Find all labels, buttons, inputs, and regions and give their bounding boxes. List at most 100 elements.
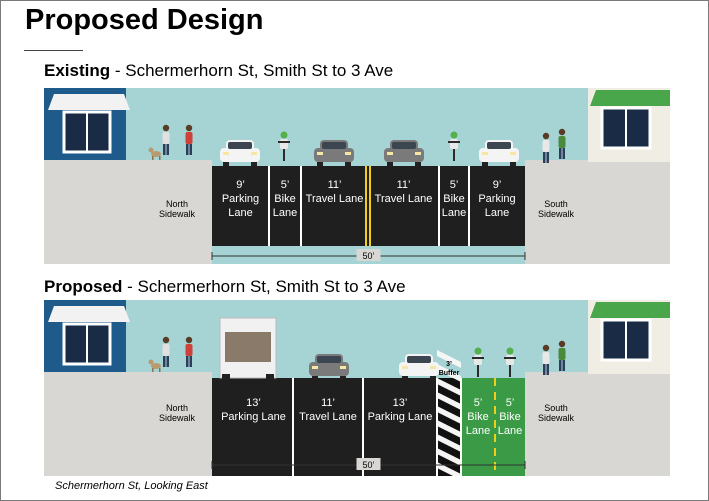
existing-dimension-label-bg	[356, 249, 381, 261]
proposed-dog-leg-back	[159, 368, 161, 372]
proposed-car-1-light-right	[340, 366, 346, 369]
existing-lane-4: 11’ Travel Lane	[375, 179, 433, 205]
proposed-south-sidewalk	[525, 372, 670, 476]
existing-pedestrian-2-body	[185, 132, 193, 144]
existing-pedestrian-2-head	[185, 124, 193, 132]
proposed-dog-body	[151, 363, 161, 369]
existing-lane-1-width: 9’	[236, 179, 245, 191]
proposed-lane-5-label: Bike	[467, 411, 488, 423]
existing-car-3-windshield	[392, 142, 416, 149]
existing-north-building-awning	[48, 94, 130, 110]
existing-pedestrian-4-leg-left	[559, 148, 562, 159]
existing-car-4-wheel-right	[510, 162, 516, 166]
proposed-buffer-hatch	[437, 448, 461, 466]
proposed-pedestrian-4-leg-right	[562, 360, 565, 371]
proposed-car-2-windshield	[407, 356, 431, 363]
proposed-dimension-label-bg	[356, 458, 381, 470]
existing-pedestrian-3-body	[542, 140, 550, 152]
proposed-car-2-light-left	[402, 366, 408, 369]
proposed-car-1-wheel-left	[312, 376, 318, 380]
proposed-dog-leg-front	[152, 368, 154, 372]
proposed-pedestrian-4-head	[558, 340, 566, 348]
proposed-pedestrian-3-leg-left	[543, 364, 546, 375]
proposed-lane-3-width: 13’	[393, 397, 408, 409]
proposed-lane-3-label: Parking Lane	[368, 411, 433, 423]
proposed-lane-5-green-paint	[461, 378, 495, 476]
proposed-lane-4	[437, 350, 461, 476]
proposed-car-1-wheel-right	[340, 376, 346, 380]
existing-south-building	[588, 88, 670, 162]
existing-cyclist-1-handlebar	[278, 141, 290, 143]
existing-lane-4-width: 11’	[397, 179, 411, 191]
existing-north-sidewalk-label: Sidewalk	[159, 209, 196, 219]
existing-dog-body	[151, 151, 161, 157]
proposed-pedestrian-3-head	[542, 344, 550, 352]
proposed-car-2	[399, 354, 439, 380]
existing-pedestrian-2-leg-left	[186, 144, 189, 155]
proposed-car-1-light-left	[312, 366, 318, 369]
existing-lane-3-width: 11’	[328, 179, 342, 191]
proposed-car-1-windshield	[317, 356, 341, 363]
existing-car-3-light-left	[387, 152, 393, 155]
existing-pedestrian-4-head	[558, 128, 566, 136]
existing-car-2-windshield	[322, 142, 346, 149]
existing-cyclist-1-wheel	[283, 149, 285, 161]
proposed-lane-6-width: 5’	[506, 397, 515, 409]
proposed-cyclist-2-handlebar	[504, 357, 516, 359]
proposed-truck-wheel-left	[222, 374, 230, 380]
caption: Schermerhorn St, Looking East	[55, 480, 208, 492]
proposed-pedestrian-2	[185, 336, 193, 367]
proposed-north-building-awning	[48, 306, 130, 322]
proposed-cyclist-1	[472, 347, 484, 377]
existing-lane-4-label: Travel Lane	[375, 193, 433, 205]
existing-car-3-light-right	[415, 152, 421, 155]
existing-roadway	[212, 166, 525, 246]
proposed-pedestrian-3	[542, 344, 550, 375]
existing-lane-6-width: 9’	[493, 179, 502, 191]
existing-dog-head	[148, 147, 154, 153]
existing-car-4-windshield	[487, 142, 511, 149]
existing-lane-2-width: 5’	[281, 179, 290, 191]
existing-dog-leg-front	[152, 156, 154, 160]
proposed-pedestrian-2-leg-right	[189, 356, 192, 367]
existing-dog-leg-back	[159, 156, 161, 160]
page-title: Proposed Design	[25, 4, 264, 36]
existing-car-1-windshield	[228, 142, 252, 149]
existing-heading: Existing - Schermerhorn St, Smith St to …	[44, 61, 393, 81]
existing-pedestrian-2	[185, 124, 193, 155]
proposed-lane-6-label: Lane	[498, 425, 522, 437]
proposed-buffer-hatch	[437, 434, 461, 452]
proposed-pedestrian-4	[558, 340, 566, 371]
existing-cyclist-1	[278, 131, 290, 161]
existing-pedestrian-1-leg-right	[166, 144, 169, 155]
proposed-pedestrian-3-body	[542, 352, 550, 364]
proposed-car-2-wheel-right	[430, 376, 436, 380]
existing-lane-6-label: Parking	[478, 193, 515, 205]
proposed-truck-wheel-right	[266, 374, 274, 380]
existing-pedestrian-4-leg-right	[562, 148, 565, 159]
proposed-buffer-hatch	[437, 378, 461, 396]
existing-dog	[148, 147, 161, 160]
proposed-cyclist-1-wheel	[477, 365, 479, 377]
proposed-south-building-awning	[590, 302, 670, 318]
existing-car-3-body	[384, 148, 424, 162]
existing-north-sidewalk-label: North	[166, 199, 188, 209]
existing-total-width: 50’	[362, 251, 374, 261]
proposed-car-2-body	[399, 362, 439, 376]
proposed-car-1	[309, 354, 349, 380]
proposed-lane-stripe	[362, 378, 364, 476]
proposed-pedestrian-3-leg-right	[546, 364, 549, 375]
existing-south-sidewalk-label: South	[544, 199, 568, 209]
proposed-buffer-width: 3’	[446, 361, 452, 368]
existing-car-1-wheel-left	[223, 162, 229, 166]
proposed-lane-stripe	[436, 378, 438, 476]
proposed-car-1-body	[309, 362, 349, 376]
proposed-buffer-hatch	[437, 364, 461, 382]
proposed-pedestrian-1-leg-left	[163, 356, 166, 367]
existing-car-4-light-left	[482, 152, 488, 155]
